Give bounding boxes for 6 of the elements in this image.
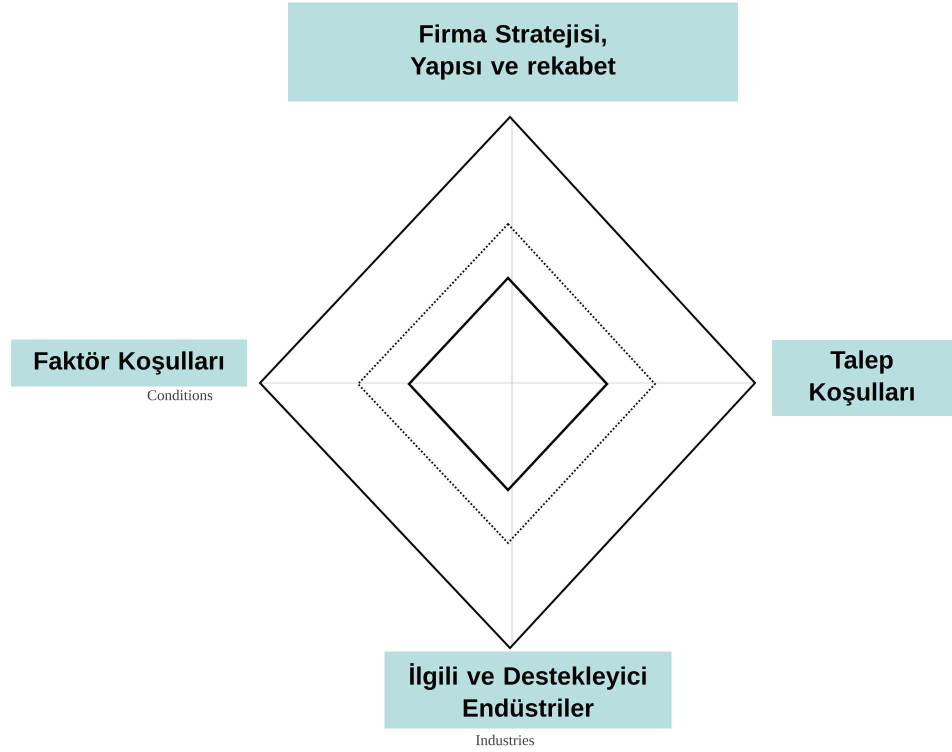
label-box: İlgili ve Destekleyici Endüstriler [384, 652, 672, 728]
label-box: Talep Koşulları [772, 340, 952, 416]
caption-text: Conditions [148, 390, 212, 400]
caption-text: Industries [476, 734, 534, 746]
label-box: Faktör Koşulları [11, 340, 247, 386]
label-box: Firma Stratejisi, Yapısı ve rekabet [288, 2, 738, 102]
